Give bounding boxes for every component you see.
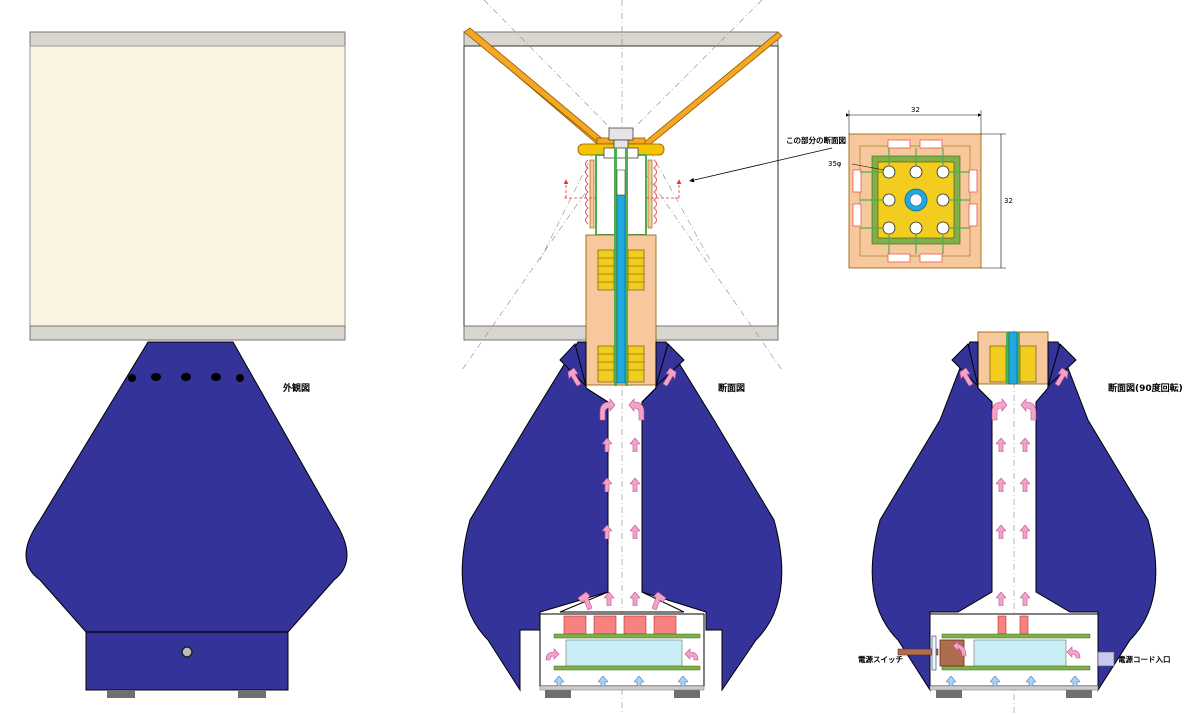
curved-arrow-icon: [567, 367, 677, 611]
shade-top-rim: [463, 31, 779, 47]
dim-height-label: 32: [1004, 197, 1013, 205]
cross-section-view: 断面図 この部分の断面図: [461, 0, 846, 714]
cross-section-rotated-label: 断面図(90度回転): [1108, 382, 1183, 394]
shade-fabric: [29, 45, 346, 327]
lamp-body-left-wall: [461, 341, 609, 692]
exterior-view-label: 外観図: [282, 382, 310, 394]
lamp-base: [85, 631, 289, 691]
cord-inlet: [1097, 651, 1115, 667]
diameter-label: 35φ: [828, 160, 842, 168]
shade-bottom-rim: [29, 325, 346, 341]
detail-section-view: 32 32 35φ: [828, 106, 1013, 269]
bolt-head: [608, 127, 634, 141]
heater-blocks: [563, 615, 677, 635]
exterior-view: 外観図: [25, 31, 348, 698]
transformer: [565, 639, 683, 667]
cross-section-label: 断面図: [718, 382, 745, 394]
power-knob: [181, 646, 193, 658]
foot-left: [107, 690, 135, 698]
yellow-blocks: [597, 249, 645, 383]
cord-inlet-label: 電源コード入口: [1118, 654, 1171, 664]
cross-section-rotated-view: 断面図(90度回転) 電源スイッチ 電源コード入口: [858, 330, 1183, 714]
heater-element-icon: [585, 159, 657, 225]
shade-top-rim: [29, 31, 346, 47]
section-callout-label: この部分の断面図: [786, 135, 846, 145]
foot-right: [238, 690, 266, 698]
power-switch-label: 電源スイッチ: [858, 654, 903, 664]
power-switch-icon: [897, 635, 965, 671]
vent-hole-icon: [128, 373, 244, 382]
center-pipe: [616, 194, 626, 384]
lamp-body-right-wall: [641, 341, 783, 692]
dim-width-label: 32: [911, 106, 920, 114]
